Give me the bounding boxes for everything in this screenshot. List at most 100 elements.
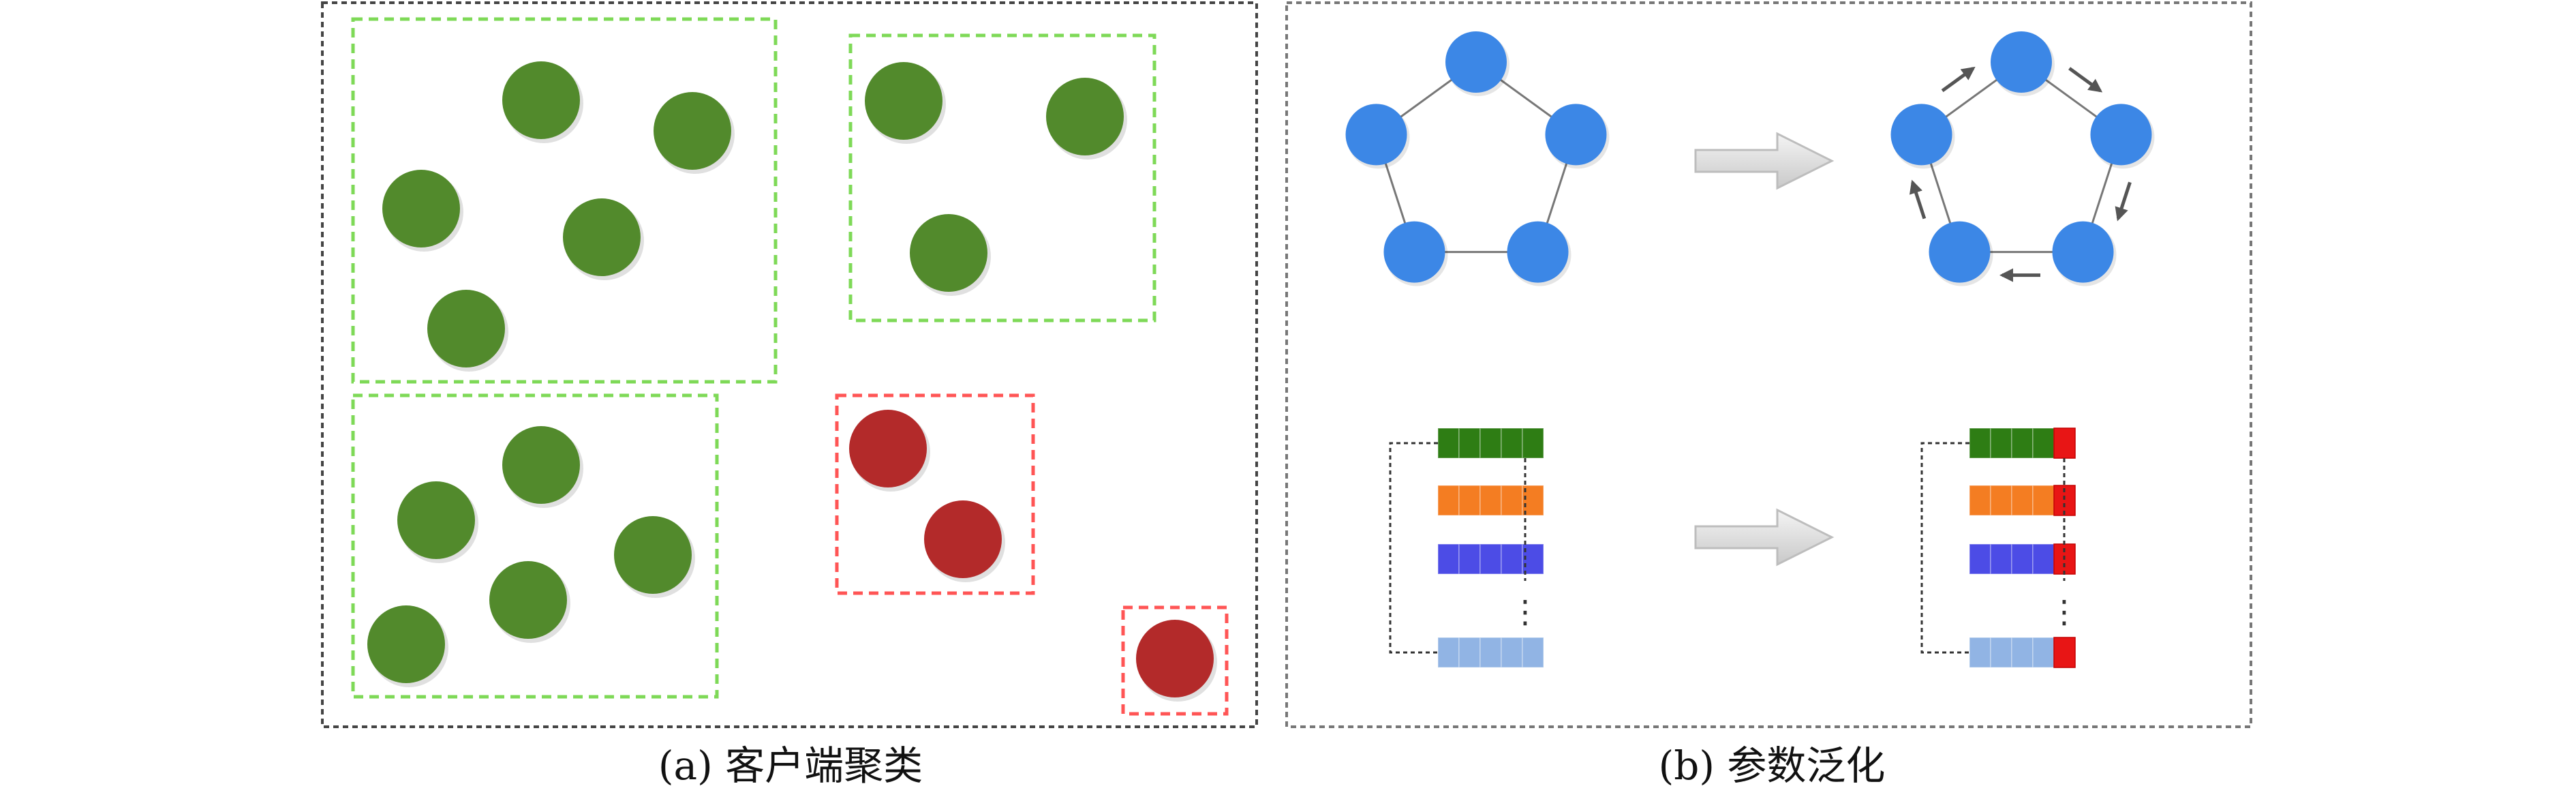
client-graph-after (1890, 31, 2155, 286)
client-node (1445, 31, 1507, 93)
parameter-row-green (1969, 427, 2076, 459)
client-node (865, 62, 942, 140)
transition-arrow-bottom (1694, 508, 1835, 567)
client-clusters (351, 17, 1229, 716)
client-node (849, 410, 927, 487)
parameter-stack-after: ⋮ (1920, 427, 2080, 668)
parameter-cell (1501, 543, 1523, 575)
parameter-cell (1479, 543, 1502, 575)
panel-b-frame (1285, 1, 2252, 728)
client-node (367, 605, 445, 683)
ellipsis: ⋮ (2049, 593, 2080, 630)
transition-arrow-top (1694, 132, 1835, 190)
cluster-5 (1121, 605, 1229, 716)
client-node (2090, 104, 2152, 166)
rotation-arrow (2115, 181, 2132, 222)
parameter-cell (1969, 485, 1991, 516)
client-node (1383, 221, 1445, 283)
caption-parameter-generalization: (b) 参数泛化 (1658, 742, 1886, 789)
parameter-row-orange (1969, 485, 2076, 516)
parameter-cell (1990, 485, 2012, 516)
parameter-cell (1990, 427, 2012, 459)
client-node (1507, 221, 1569, 283)
parameter-cell (1479, 637, 1502, 668)
parameter-cell (1501, 485, 1523, 516)
client-node (1929, 221, 1991, 283)
parameter-row-blue (1969, 543, 2076, 575)
parameter-cell (2011, 637, 2034, 668)
client-node (1890, 104, 1952, 166)
parameter-cell (1458, 543, 1481, 575)
parameter-cell (1969, 427, 1991, 459)
cluster-2 (848, 33, 1156, 322)
cluster-border (835, 393, 1035, 595)
panel-b: ⋮ ⋮ (1285, 1, 2252, 728)
parameter-cell (1437, 543, 1460, 575)
client-node (502, 426, 580, 504)
client-node (2052, 221, 2114, 283)
client-graph-before (1345, 31, 1610, 286)
parameter-cell (2011, 427, 2034, 459)
client-node (1991, 31, 2052, 93)
parameter-row-lightblue (1437, 637, 1544, 668)
parameter-cell (1437, 427, 1460, 459)
parameter-cell (1522, 427, 1544, 459)
parameter-cell (1458, 485, 1481, 516)
parameter-cell (1990, 637, 2012, 668)
cluster-3 (351, 393, 719, 699)
shared-bracket (1920, 442, 1969, 654)
parameter-cell (2011, 485, 2034, 516)
parameter-cell (1437, 485, 1460, 516)
parameter-row-green (1437, 427, 1544, 459)
parameter-row-lightblue (1969, 637, 2076, 668)
parameter-cell (1522, 637, 1544, 668)
cluster-border (351, 393, 719, 699)
client-node (397, 481, 475, 559)
parameter-cell (1479, 485, 1502, 516)
cluster-border (848, 33, 1156, 322)
parameter-cell (1437, 637, 1460, 668)
cluster-4 (835, 393, 1035, 595)
caption-client-clustering: (a) 客户端聚类 (658, 742, 923, 789)
parameter-cell (1501, 637, 1523, 668)
panel-a (321, 1, 1258, 728)
cluster-1 (351, 17, 778, 384)
rotation-arrow (1941, 66, 1976, 93)
parameter-cell (2053, 637, 2076, 668)
client-node (1545, 104, 1607, 166)
client-node (910, 214, 987, 292)
parameter-cell (2032, 543, 2055, 575)
parameter-cell (2032, 637, 2055, 668)
parameter-cell (1990, 543, 2012, 575)
parameter-cell (2032, 427, 2055, 459)
client-node (1345, 104, 1407, 166)
parameter-cell (1458, 637, 1481, 668)
client-node (489, 561, 567, 639)
parameter-row-blue (1437, 543, 1544, 575)
parameter-cell (2032, 485, 2055, 516)
parameter-cell (1501, 427, 1523, 459)
client-node (502, 61, 580, 139)
client-node (563, 198, 641, 276)
parameter-stack-before: ⋮ (1389, 427, 1544, 668)
client-node (654, 92, 731, 170)
parameter-cell (2053, 485, 2076, 516)
rotation-arrow (2068, 67, 2103, 93)
rotation-arrow (1909, 179, 1927, 220)
client-node (924, 500, 1002, 578)
parameter-cell (1969, 637, 1991, 668)
parameter-cell (1458, 427, 1481, 459)
cluster-border (351, 17, 778, 384)
client-node (1046, 78, 1124, 155)
client-node (614, 516, 692, 594)
client-node (427, 290, 505, 367)
client-node (382, 170, 460, 247)
parameter-cell (1479, 427, 1502, 459)
shared-bracket (1389, 442, 1438, 654)
cluster-border (1121, 605, 1229, 716)
ellipsis: ⋮ (1509, 593, 1541, 630)
parameter-cell (1969, 543, 1991, 575)
parameter-cell (2011, 543, 2034, 575)
parameter-row-orange (1437, 485, 1544, 516)
